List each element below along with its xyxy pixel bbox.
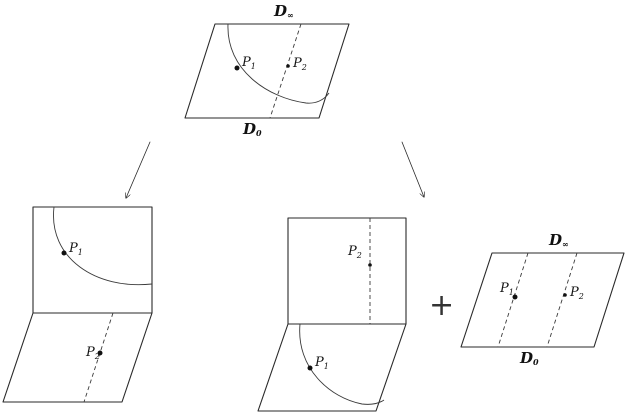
far-right-dashed-line-2 (546, 252, 578, 348)
far-right-point-p2 (563, 293, 567, 297)
far-right-point-p1 (512, 294, 518, 300)
right-point-p1 (307, 365, 313, 371)
top-surface-group: P1 P2 D∞ D0 (184, 2, 350, 138)
left-parallelogram (2, 312, 153, 403)
left-dashed-line (83, 312, 114, 403)
top-d-zero-label: D0 (242, 120, 262, 138)
left-p2-label: P2 (85, 345, 100, 361)
arrow-down-left (126, 141, 151, 198)
left-surface-group: P1 P2 (2, 206, 153, 403)
top-point-p2 (286, 64, 290, 68)
far-right-p2-label: P2 (569, 285, 584, 301)
top-p2-label: P2 (292, 56, 307, 72)
top-parallelogram (184, 23, 350, 119)
left-point-p2 (97, 350, 103, 356)
far-right-p1-label: P1 (499, 281, 514, 297)
arrow-down-right (401, 141, 424, 197)
right-square (287, 217, 407, 325)
right-parallelogram (257, 323, 407, 412)
left-point-p1 (61, 250, 67, 256)
far-right-surface-group: P1 P2 D∞ D0 (460, 231, 625, 367)
left-square (32, 206, 153, 314)
top-p1-label: P1 (241, 55, 256, 71)
top-point-p1 (234, 65, 240, 71)
top-d-infinity-label: D∞ (273, 2, 294, 20)
top-dashed-line (269, 23, 302, 119)
left-p1-label: P1 (68, 241, 83, 257)
far-right-dashed-line-1 (497, 252, 529, 348)
top-circle-arc (227, 23, 330, 104)
far-right-d-zero-label: D0 (519, 349, 539, 367)
right-p2-label: P2 (347, 244, 362, 260)
left-circle-arc (53, 206, 153, 286)
right-p1-label: P1 (314, 355, 329, 371)
right-surface-group: P2 P1 (257, 217, 407, 412)
far-right-d-infinity-label: D∞ (548, 231, 569, 249)
right-point-p2 (368, 263, 372, 267)
plus-operator: + (429, 288, 454, 323)
right-circle-arc (299, 323, 385, 405)
far-right-parallelogram (460, 252, 625, 348)
